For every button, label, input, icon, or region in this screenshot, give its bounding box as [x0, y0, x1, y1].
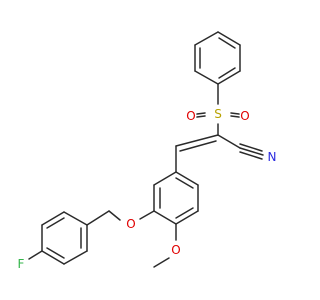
fluorophenyl-ring: F [18, 211, 88, 271]
phenyl-ring [194, 31, 241, 85]
sulfonyl-oxygen-left-label: O [186, 109, 195, 123]
acrylonitrile-group: N [175, 134, 277, 164]
methoxy-group: O [153, 223, 181, 268]
ether-oxygen-label: O [126, 217, 135, 231]
fluorine-label: F [18, 257, 25, 271]
molecule-structure: S O O N O O [18, 31, 277, 271]
benzyl-ether-linkage: O [86, 210, 155, 231]
sulfonyl-oxygen-right-label: O [240, 109, 249, 123]
sulfur-label: S [214, 107, 222, 121]
methoxy-oxygen-label: O [171, 243, 180, 257]
central-ring [153, 145, 199, 225]
nitrile-nitrogen-label: N [268, 150, 277, 164]
sulfonyl-group: S O O [186, 83, 250, 136]
